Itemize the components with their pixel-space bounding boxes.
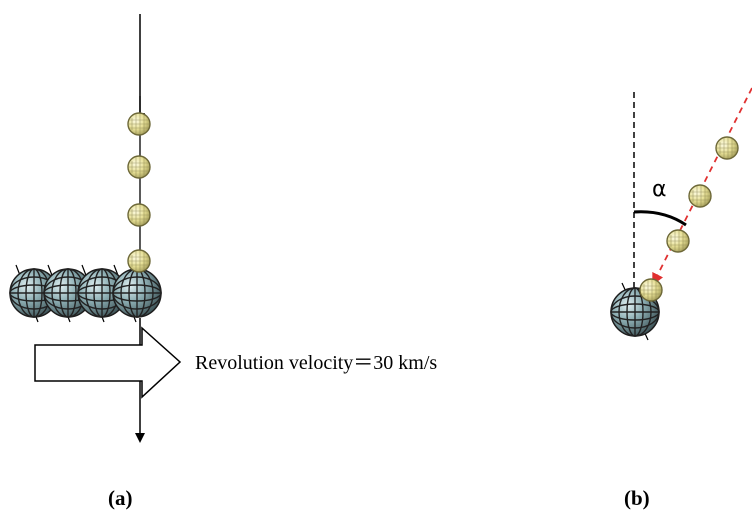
- dust-particle-icon: [715, 136, 739, 160]
- dust-particle-3: [127, 203, 151, 227]
- angle-alpha-label: α: [652, 177, 667, 202]
- dust-particle-b1: [715, 136, 739, 160]
- panel-b-caption: (b): [624, 486, 650, 510]
- dust-particle-icon: [127, 155, 151, 179]
- panel-a-caption: (a): [108, 486, 133, 510]
- dust-particle-icon: [127, 112, 151, 136]
- dust-particle-icon: [127, 203, 151, 227]
- dust-particle-icon: [127, 249, 151, 273]
- earth-globe-icon: [112, 268, 162, 318]
- dust-particle-icon: [666, 229, 690, 253]
- dust-particle-b2: [688, 184, 712, 208]
- dust-particle-2: [127, 155, 151, 179]
- dust-particle-4: [127, 249, 151, 273]
- dust-particle-1: [127, 112, 151, 136]
- dust-particle-icon: [639, 278, 663, 302]
- apparent-path-line: [652, 87, 752, 286]
- revolution-velocity-label: Revolution velocity＝30 km/s: [195, 352, 437, 374]
- aberration-angle-arc: [633, 210, 687, 227]
- panel-a: Revolution velocity＝30 km/s (a): [9, 14, 437, 510]
- dust-particle-icon: [688, 184, 712, 208]
- panel-b: α (b): [610, 87, 752, 510]
- dust-particle-b3: [666, 229, 690, 253]
- earth-position-4: [112, 268, 162, 318]
- block-arrow-icon: [34, 326, 182, 399]
- dust-particle-b4: [639, 278, 663, 302]
